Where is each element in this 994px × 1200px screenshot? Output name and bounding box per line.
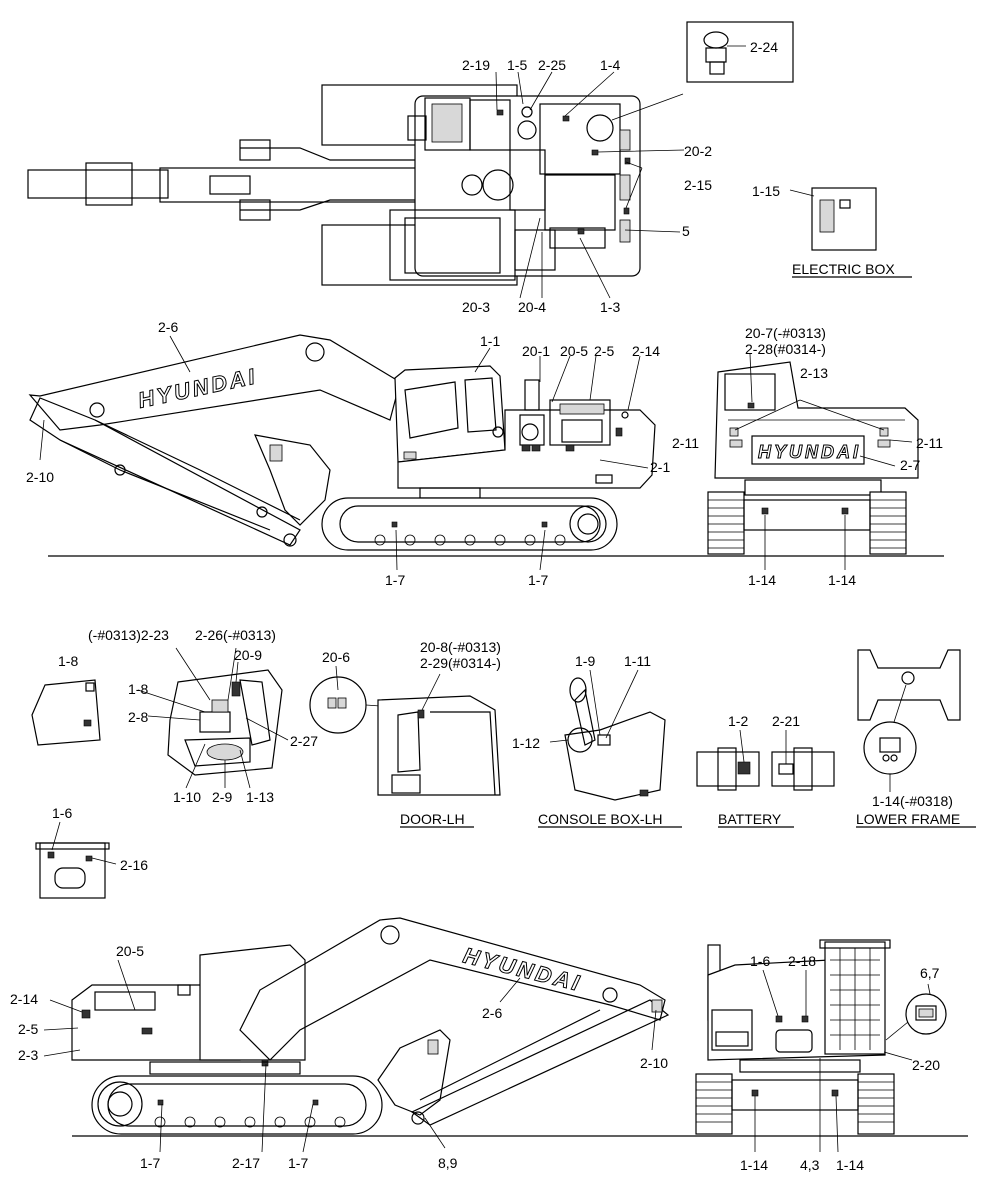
label-1-13: 1-13 [246, 789, 274, 805]
label-20-2: 20-2 [684, 143, 712, 159]
label-2-16: 2-16 [120, 857, 148, 873]
label-2-17: 2-17 [232, 1155, 260, 1171]
caption-battery: BATTERY [718, 811, 782, 827]
top-view [27, 21, 877, 299]
label-20-6: 20-6 [322, 649, 350, 665]
side-view-lh: HYUNDAI [28, 334, 656, 571]
label-1-3: 1-3 [600, 299, 620, 315]
label-20-8: 20-8(-#0313) [420, 639, 501, 655]
label-1-11: 1-11 [624, 653, 651, 669]
label-1-7-lh-a: 1-7 [385, 572, 405, 588]
label-1-9: 1-9 [575, 653, 595, 669]
front-view [695, 939, 947, 1153]
label-2-6-lh: 2-6 [158, 319, 178, 335]
label-1-7-rh-a: 1-7 [140, 1155, 160, 1171]
label-20-9: 20-9 [234, 647, 262, 663]
label-2-14-rh: 2-14 [10, 991, 38, 1007]
door-lh-detail [309, 665, 501, 796]
label-2-6-rh: 2-6 [482, 1005, 502, 1021]
label-1-12: 1-12 [512, 735, 540, 751]
label-6-7: 6,7 [920, 965, 940, 981]
label-2-5-rh: 2-5 [18, 1021, 38, 1037]
caption-console-box-lh: CONSOLE BOX-LH [538, 811, 662, 827]
brand-boom-rh: HYUNDAI [461, 943, 585, 997]
battery-detail [696, 729, 835, 791]
label-20-4: 20-4 [518, 299, 546, 315]
label-1-14-lower: 1-14(-#0318) [872, 793, 953, 809]
label-2-13: 2-13 [800, 365, 828, 381]
caption-door-lh: DOOR-LH [400, 811, 465, 827]
label-1-10: 1-10 [173, 789, 201, 805]
label-2-11-left: 2-11 [672, 435, 699, 451]
label-1-7-lh-b: 1-7 [528, 572, 548, 588]
label-20-1: 20-1 [522, 343, 550, 359]
label-2-7: 2-7 [900, 457, 920, 473]
label-2-27: 2-27 [290, 733, 318, 749]
label-1-14-front-a: 1-14 [740, 1157, 768, 1173]
label-1-1: 1-1 [480, 333, 500, 349]
track-rollers-rh [154, 1116, 346, 1128]
label-2-10-rh: 2-10 [640, 1055, 668, 1071]
console-box-lh-detail [549, 669, 666, 801]
brand-boom-lh: HYUNDAI [136, 363, 260, 413]
label-2-21: 2-21 [772, 713, 800, 729]
label-20-5-rh: 20-5 [116, 943, 144, 959]
label-2-19: 2-19 [462, 57, 490, 73]
caption-lower-frame: LOWER FRAME [856, 811, 960, 827]
label-1-8-a: 1-8 [58, 653, 78, 669]
label-1-4: 1-4 [600, 57, 620, 73]
label-8-9: 8,9 [438, 1155, 458, 1171]
label-2-11-right: 2-11 [916, 435, 943, 451]
label-2-26: 2-26(-#0313) [195, 627, 276, 643]
label-2-9: 2-9 [212, 789, 232, 805]
label-20-7: 20-7(-#0313) [745, 325, 826, 341]
label-1-6-panel: 1-6 [52, 805, 72, 821]
label-1-14-rear-b: 1-14 [828, 572, 856, 588]
label-2-3: 2-3 [18, 1047, 38, 1063]
label-2-15: 2-15 [684, 177, 712, 193]
label-1-2: 1-2 [728, 713, 748, 729]
panel-detail [35, 821, 117, 899]
label-2-5-lh: 2-5 [594, 343, 614, 359]
label-20-3: 20-3 [462, 299, 490, 315]
label-2-1: 2-1 [650, 459, 670, 475]
brand-rear: HYUNDAI [758, 442, 861, 462]
label-1-14-rear-a: 1-14 [748, 572, 776, 588]
label-2-10-lh: 2-10 [26, 469, 54, 485]
track-rollers-lh [374, 534, 566, 546]
label-2-25: 2-25 [538, 57, 566, 73]
rear-view: HYUNDAI [707, 353, 919, 570]
label-1-8-b: 1-8 [128, 681, 148, 697]
label-20-5-lh: 20-5 [560, 343, 588, 359]
label-1-6-front: 1-6 [750, 953, 770, 969]
label-2-29: 2-29(#0314-) [420, 655, 501, 671]
label-2-14-lh: 2-14 [632, 343, 660, 359]
label-5: 5 [682, 223, 690, 239]
label-4-3: 4,3 [800, 1157, 820, 1173]
label-2-23: (-#0313)2-23 [88, 627, 169, 643]
cab-window-detail [31, 679, 101, 746]
label-2-24: 2-24 [750, 39, 778, 55]
label-1-5: 1-5 [507, 57, 527, 73]
cab-interior [137, 647, 289, 789]
label-2-20: 2-20 [912, 1057, 940, 1073]
lower-frame-detail [857, 649, 961, 792]
label-2-18: 2-18 [788, 953, 816, 969]
label-1-14-front-b: 1-14 [836, 1157, 864, 1173]
label-1-7-rh-b: 1-7 [288, 1155, 308, 1171]
label-1-15: 1-15 [752, 183, 780, 199]
label-2-8: 2-8 [128, 709, 148, 725]
caption-electric-box: ELECTRIC BOX [792, 261, 895, 277]
label-2-28: 2-28(#0314-) [745, 341, 826, 357]
